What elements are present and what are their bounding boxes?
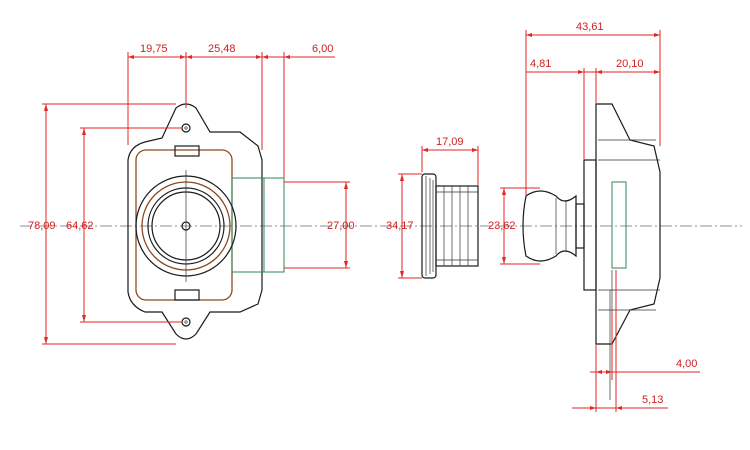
dim-front-width-right: 25,48	[208, 43, 236, 55]
top-mount-hole	[181, 123, 191, 133]
dim-side-body-length: 20,10	[616, 58, 644, 70]
dim-front-flange: 6,00	[312, 43, 333, 55]
side-view	[522, 103, 661, 400]
top-mount-hole-center	[184, 126, 188, 130]
side-housing	[583, 159, 597, 291]
dim-front-height-total: 78,09	[28, 220, 56, 232]
dim-side-total-length: 43,61	[576, 21, 604, 33]
dim-front-hole-spacing: 64,62	[66, 220, 94, 232]
dim-bezel-depth: 17,09	[436, 136, 464, 148]
front-dimensions: 19,75 25,48 6,00 78,09 64,62 27,00	[28, 43, 355, 345]
dim-front-body-height: 27,00	[327, 220, 355, 232]
bottom-mount-hole-center	[184, 320, 188, 324]
front-view	[127, 103, 285, 340]
dim-bezel-diameter: 34,17	[386, 220, 414, 232]
front-side-block	[231, 177, 285, 273]
bezel-view	[421, 173, 479, 279]
front-inner-plate	[135, 149, 233, 301]
bottom-tab	[174, 289, 200, 301]
top-tab	[174, 145, 200, 157]
bottom-mount-hole	[181, 317, 191, 327]
dim-side-knob-offset: 4,81	[530, 58, 551, 70]
dim-bottom-offset-2: 5,13	[642, 394, 663, 406]
bezel-dimensions: 17,09 34,17	[386, 136, 479, 279]
front-flange-outline	[127, 103, 263, 340]
side-main-body	[595, 103, 661, 345]
dim-bottom-offset-1: 4,00	[676, 358, 697, 370]
side-inner-slot	[611, 181, 627, 269]
side-dimensions: 43,61 4,81 20,10 23,62 4,00 5,13	[488, 21, 700, 412]
dim-knob-diameter: 23,62	[488, 220, 516, 232]
bezel-threaded-body	[435, 185, 479, 267]
dim-front-width-left: 19,75	[140, 43, 168, 55]
